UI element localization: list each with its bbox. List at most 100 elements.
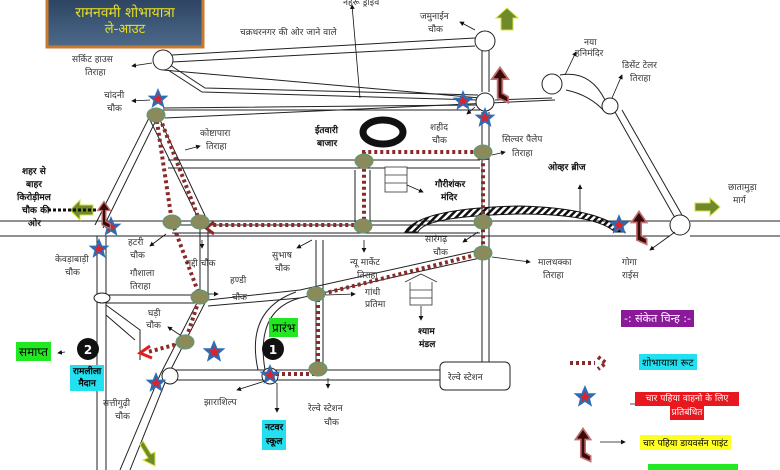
map-shape <box>131 62 153 68</box>
map-label: शहीद <box>430 121 448 133</box>
map-label: सुभाष <box>272 251 293 261</box>
map-shape <box>93 292 111 304</box>
map-shape <box>384 166 408 193</box>
map-label: न्यू मार्केट <box>350 256 380 268</box>
map-label: हण्डी <box>230 274 247 286</box>
map-shape <box>481 50 490 370</box>
map-shape <box>152 49 174 71</box>
star-icon <box>147 88 169 108</box>
map-label: छातामुड़ा <box>728 183 757 193</box>
map-shape <box>491 150 506 156</box>
map-label: चौक <box>107 102 123 114</box>
star-icon <box>452 90 474 110</box>
map-shape <box>175 334 195 350</box>
map-label: किरोड़ीमल <box>16 191 52 203</box>
diversion-icon <box>630 210 648 246</box>
map-label: चक्रधरनगर की ओर जाने वाले <box>240 26 337 38</box>
natwar-line1: नटवर <box>265 423 284 433</box>
map-label: गोगा <box>622 256 637 268</box>
map-label: तिराहा <box>206 140 227 152</box>
map-label: कोष्टापारा <box>200 127 231 139</box>
map-label: मंदिर <box>440 191 457 203</box>
map-label: प्रतिमा <box>365 298 386 310</box>
map-label: चौक <box>115 410 131 422</box>
map-label: मार्ग <box>733 194 747 206</box>
map-label: नया <box>584 38 597 48</box>
itwari-bazar-ring <box>359 116 407 148</box>
map-shape <box>473 144 493 160</box>
map-shape <box>131 98 151 104</box>
map-label: चांदनी <box>104 89 125 101</box>
map-label: चौक <box>428 23 444 35</box>
map-label: तिराहा <box>543 269 564 281</box>
map-shape <box>404 273 438 299</box>
legend-title: -: संकेत चिन्ह :- <box>621 310 694 327</box>
map-shape <box>149 233 167 247</box>
map-label: राईस <box>622 269 639 281</box>
map-label: 1 <box>269 343 277 357</box>
map-shape <box>406 184 424 193</box>
map-shape <box>162 214 182 230</box>
map-shape <box>494 73 683 219</box>
junction-nodes <box>146 107 493 377</box>
map-label: श्याम <box>418 327 435 337</box>
map-label: चौक <box>65 266 81 278</box>
map-label: चौक <box>324 416 340 428</box>
marker-2 <box>77 338 99 360</box>
map-label: केवड़ाबाड़ी <box>55 253 89 265</box>
legend-diversion-icon <box>574 427 592 463</box>
title-box: रामनवमी शोभायात्रा ले-आउट <box>45 0 205 49</box>
map-shape <box>491 256 531 264</box>
map-shape <box>564 51 577 76</box>
map-shape <box>210 150 485 376</box>
map-label: चौक <box>232 291 248 303</box>
map-label: तिराहा <box>357 269 378 281</box>
map-shape <box>409 279 433 306</box>
legend-restricted-line1: चार पहिया वाहनो के लिए <box>635 392 739 406</box>
map-shape <box>167 326 181 336</box>
map-shape <box>45 0 205 49</box>
map-shape <box>161 367 179 385</box>
map-shape <box>308 361 328 377</box>
map-shape <box>171 37 476 63</box>
map-label: ओर <box>28 217 41 229</box>
map-shape <box>349 4 361 99</box>
map-label: जमुनाईन <box>420 10 450 22</box>
map-shape <box>190 289 210 305</box>
map-label: गद्दी चौक <box>186 257 217 269</box>
legend-restricted-label: चार पहिया वाहनो के लिए प्रतिबंधित <box>635 392 739 420</box>
numbered-markers: 2 1 <box>77 338 284 360</box>
map-shape <box>296 239 313 249</box>
map-shape <box>353 218 373 234</box>
map-shape <box>459 21 476 31</box>
map-label: चौक की <box>21 204 50 216</box>
place-labels: नेहरू ड्राइव चक्रधरनगर की ओर जाने वाले ज… <box>16 0 757 428</box>
map-label: तिराहा <box>512 147 533 159</box>
ramlila-line2: मैदान <box>78 379 96 389</box>
buildings <box>384 166 438 306</box>
map-label: मालधक्का <box>538 258 572 268</box>
map-shape <box>136 344 153 360</box>
map-shape <box>106 294 200 304</box>
map-shape <box>474 30 496 52</box>
star-icon <box>202 340 226 362</box>
marker-1 <box>262 338 284 360</box>
map-shape <box>473 245 493 261</box>
map-label: 2 <box>84 343 92 357</box>
map-shape <box>167 64 479 101</box>
map-label: झाराशिल्प <box>204 396 237 408</box>
down-arrow-icon <box>139 440 156 467</box>
legend-restricted-line2: प्रतिबंधित <box>669 406 705 420</box>
map-label: बाजार <box>316 139 337 149</box>
map-label: शहर से <box>22 165 47 177</box>
map-label: हनिमंदिर <box>575 47 604 59</box>
map-label: बाहर <box>25 180 42 190</box>
map-shape <box>354 153 374 169</box>
title-line2: ले-आउट <box>105 21 146 37</box>
map-label: सर्किट हाउस <box>72 53 114 65</box>
map-shape <box>462 231 479 243</box>
map-label: नेहरू ड्राइव <box>343 0 380 8</box>
legend-star-icon <box>573 385 597 407</box>
map-label: गौरीशंकर <box>434 178 465 190</box>
map-shape <box>649 231 676 251</box>
